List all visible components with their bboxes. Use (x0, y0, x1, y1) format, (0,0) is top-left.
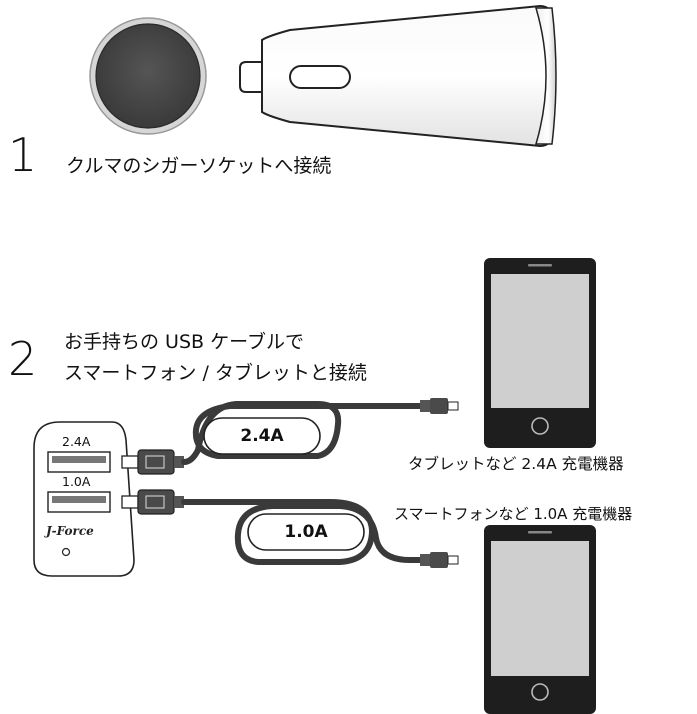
brand-logo: J-Force (46, 524, 94, 538)
port-top-label: 2.4A (62, 434, 91, 449)
step-2-number: 2 (8, 332, 38, 386)
smartphone-device-icon (484, 525, 596, 714)
step-2-text-line2: スマートフォン / タブレットと接続 (64, 362, 367, 384)
cable-top-amp-label: 2.4A (240, 426, 284, 446)
tablet-device-icon (484, 258, 596, 448)
step-2-text-line1: お手持ちの USB ケーブルで (64, 331, 304, 353)
port-bottom-label: 1.0A (62, 474, 91, 489)
step-1-number: 1 (8, 128, 38, 182)
cable-2-4a-icon (121, 398, 459, 475)
cable-bottom-amp-label: 1.0A (284, 522, 328, 542)
car-plug-icon (239, 4, 557, 148)
step-1-text: クルマのシガーソケットへ接続 (66, 155, 332, 177)
charger-front-icon (33, 421, 135, 577)
phone-caption: スマートフォンなど 1.0A 充電機器 (394, 505, 633, 523)
cigarette-socket-icon (89, 17, 207, 135)
tablet-caption: タブレットなど 2.4A 充電機器 (408, 455, 624, 473)
cable-1-0a-icon (121, 489, 459, 568)
